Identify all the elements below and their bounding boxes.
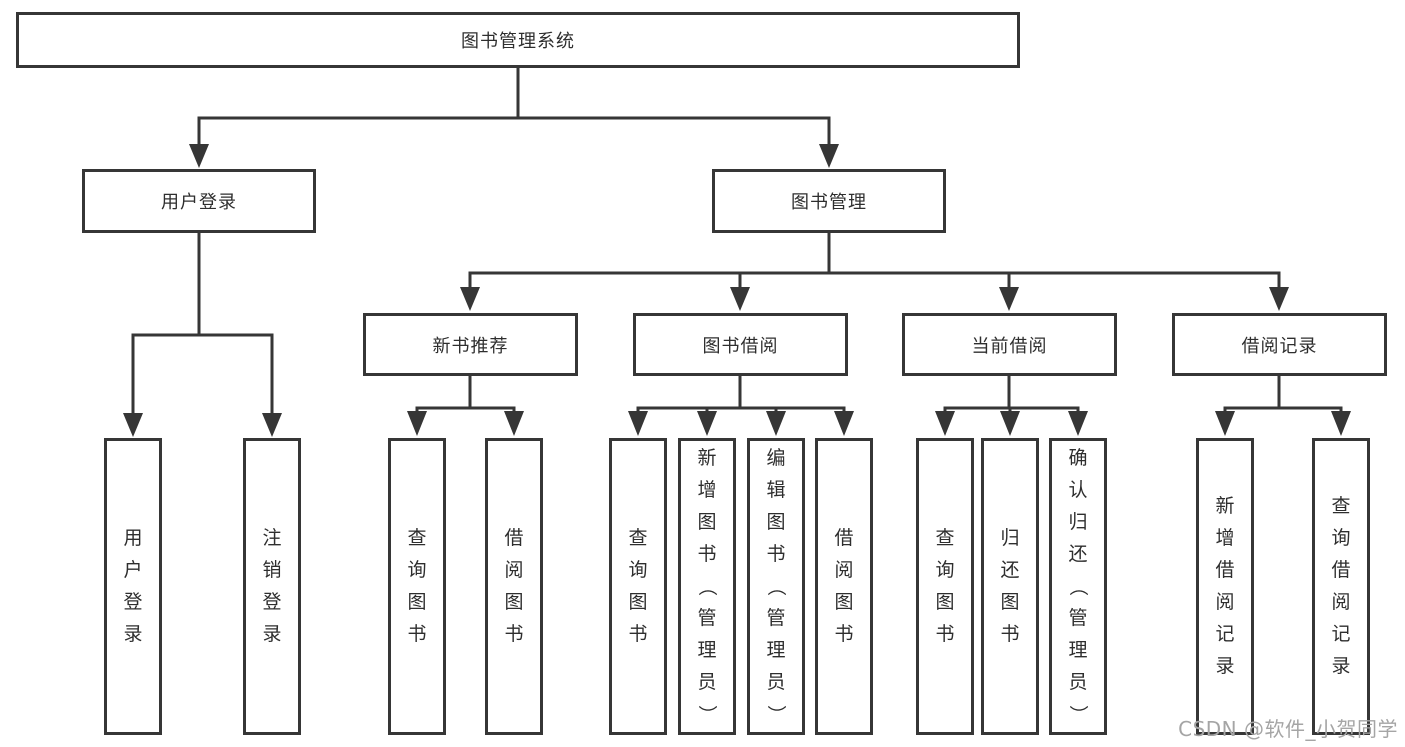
node-new-book-recommend: 新书推荐 — [363, 313, 578, 376]
leaf-query-book-recommend: 查询图书 — [388, 438, 446, 735]
leaf-confirm-return-admin: 确认归还（管理员） — [1049, 438, 1107, 735]
node-current-borrow: 当前借阅 — [902, 313, 1117, 376]
leaf-label: 确认归还（管理员） — [1067, 447, 1090, 725]
node-library-system-root: 图书管理系统 — [16, 12, 1020, 68]
leaf-borrow-book-recommend: 借阅图书 — [485, 438, 543, 735]
leaf-add-book-admin: 新增图书（管理员） — [678, 438, 736, 735]
leaf-label: 借阅图书 — [504, 527, 524, 645]
node-borrow-records: 借阅记录 — [1172, 313, 1387, 376]
leaf-edit-book-admin: 编辑图书（管理员） — [747, 438, 805, 735]
leaf-label: 查询图书 — [628, 527, 648, 645]
node-label: 当前借阅 — [971, 335, 1048, 357]
leaf-label: 编辑图书（管理员） — [765, 447, 788, 725]
node-label: 图书管理系统 — [461, 31, 575, 52]
leaf-logout-login: 注销登录 — [243, 438, 301, 735]
node-label: 用户登录 — [161, 192, 237, 213]
leaf-label: 注销登录 — [262, 527, 282, 645]
node-label: 图书借阅 — [702, 335, 779, 357]
leaf-query-borrow-record: 查询借阅记录 — [1312, 438, 1370, 735]
csdn-watermark: CSDN @软件_小贺同学 — [1178, 717, 1398, 741]
leaf-label: 查询借阅记录 — [1331, 495, 1351, 677]
node-book-management: 图书管理 — [712, 169, 946, 233]
leaf-query-book-current: 查询图书 — [916, 438, 974, 735]
leaf-borrow-book: 借阅图书 — [815, 438, 873, 735]
leaf-label: 用户登录 — [123, 527, 143, 645]
node-label: 借阅记录 — [1241, 335, 1318, 357]
leaf-query-book-borrow: 查询图书 — [609, 438, 667, 735]
leaf-user-login: 用户登录 — [104, 438, 162, 735]
node-label: 新书推荐 — [432, 335, 509, 357]
leaf-label: 查询图书 — [407, 527, 427, 645]
leaf-label: 新增图书（管理员） — [696, 447, 719, 725]
leaf-return-book: 归还图书 — [981, 438, 1039, 735]
node-user-login: 用户登录 — [82, 169, 316, 233]
leaf-label: 新增借阅记录 — [1215, 495, 1235, 677]
leaf-add-borrow-record: 新增借阅记录 — [1196, 438, 1254, 735]
leaf-label: 查询图书 — [935, 527, 955, 645]
leaf-label: 归还图书 — [1000, 527, 1020, 645]
node-label: 图书管理 — [791, 192, 867, 213]
node-book-borrow: 图书借阅 — [633, 313, 848, 376]
leaf-label: 借阅图书 — [834, 527, 854, 645]
